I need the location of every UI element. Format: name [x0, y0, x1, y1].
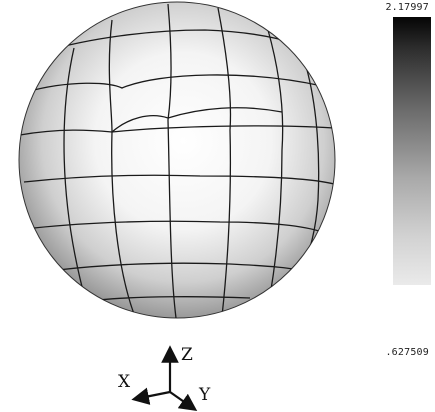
scale-max-label: 2.17997	[385, 2, 429, 13]
scale-min-label: .627509	[385, 347, 429, 358]
x-axis-arrow	[131, 387, 171, 405]
x-axis-label: X	[118, 372, 131, 392]
z-axis-label: Z	[181, 345, 193, 365]
color-scale-bar	[393, 17, 431, 285]
sphere-model	[18, 1, 336, 319]
y-axis-arrow	[169, 391, 198, 412]
coordinate-triad	[131, 345, 198, 412]
y-axis-label: Y	[199, 385, 211, 405]
